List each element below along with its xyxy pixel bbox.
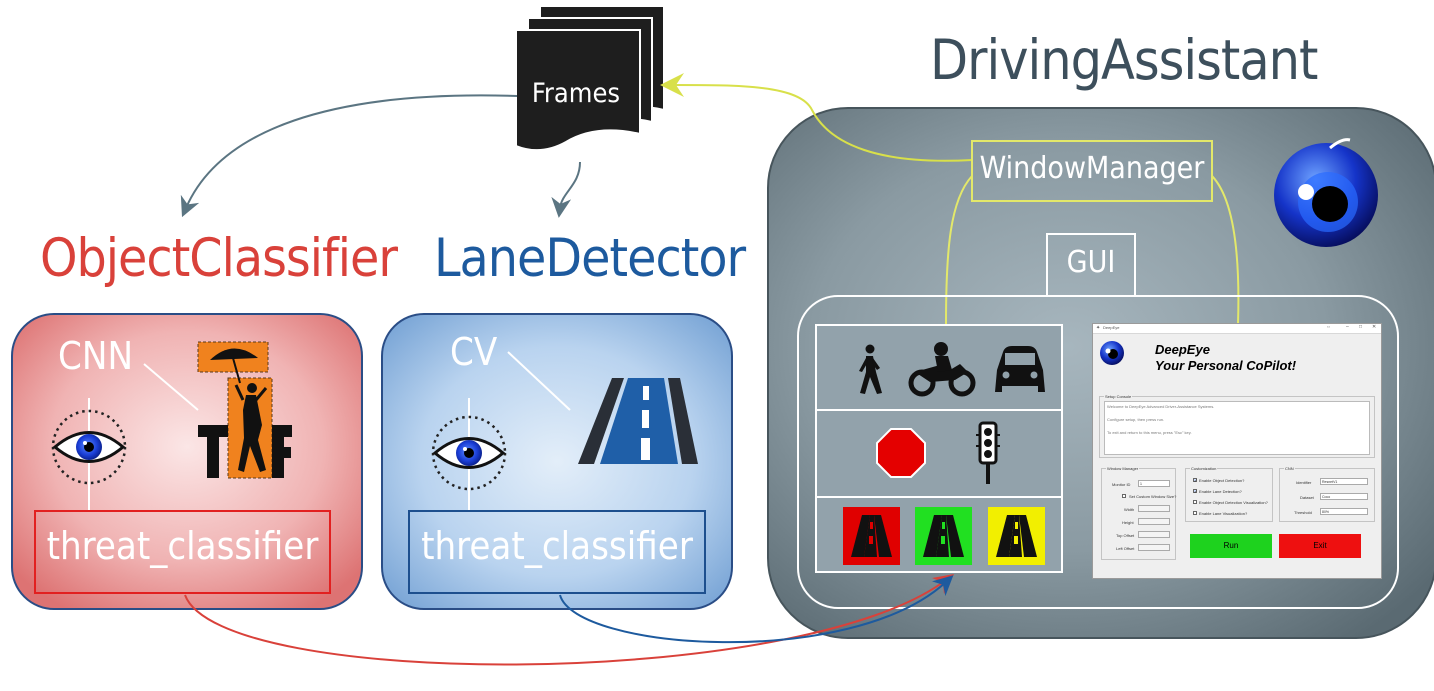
deepeye-logo-icon [1274,138,1378,247]
console-line: To exit and return to this menu, press "… [1107,430,1192,435]
resize-icon[interactable]: ⇔ [1326,324,1331,330]
lane-visualization-checkbox[interactable] [1193,511,1197,515]
console-line: Welcome to DeepEye Advanced Driver-Assis… [1107,404,1215,409]
setup-console-text[interactable]: Welcome to DeepEye Advanced Driver-Assis… [1104,401,1370,455]
lane-detection-checkbox[interactable]: ✓ [1193,489,1198,494]
lane-status-green-icon [915,507,972,565]
identifier-label: Identifier [1296,480,1312,485]
frames-stack-icon [515,5,665,152]
cnn-frame: CNN Identifier ResnetV1 Dataset Coco Thr… [1279,466,1375,522]
setup-console-frame: Setup Console Welcome to DeepEye Advance… [1099,394,1375,458]
top-offset-label: Top Offset [1116,533,1135,538]
object-detection-visualization-checkbox[interactable] [1193,500,1197,504]
customization-label: Customization [1190,466,1218,471]
window-manager-to-gui-window-line [1211,175,1240,325]
monitor-id-select[interactable]: 1 [1138,480,1170,487]
exit-button[interactable]: Exit [1279,534,1361,558]
gui-label: GUI [1066,245,1116,280]
window-manager-box [971,140,1213,202]
object-detection-visualization-option-label: Enable Object Detection Visualization? [1199,500,1268,505]
window-manager-to-icons-line [945,175,973,325]
threshold-label: Threshold [1294,510,1312,515]
lane-detector-module-box [408,510,706,594]
frames-to-lane-detector-arrow [551,161,581,218]
dataset-label: Dataset [1300,495,1314,500]
object-classifier-module-label: threat_classifier [46,524,319,568]
object-detection-option-label: Enable Object Detection? [1199,478,1245,483]
lane-detection-option-label: Enable Lane Detection? [1199,489,1242,494]
stop-sign-icon [876,428,926,478]
left-offset-label: Left Offset [1116,546,1135,551]
object-classifier-container [11,313,363,610]
monitor-id-label: Monitor ID [1112,482,1131,487]
eye-icon [431,415,507,491]
road-icon [578,378,698,464]
width-field[interactable] [1138,505,1170,512]
motorcycle-icon [908,342,976,397]
gui-window-title: DeepEye [1103,325,1120,330]
gui-app-name: DeepEye [1155,342,1210,357]
close-icon[interactable]: ✕ [1372,324,1377,330]
feather-icon: ✦ [1096,325,1101,331]
width-label: Width [1124,507,1135,512]
left-offset-field[interactable] [1138,544,1170,551]
gui-container [797,295,1399,609]
object-classifier-module-box [34,510,331,594]
pedestrian-icon [859,344,882,394]
driving-assistant-title: DrivingAssistant [930,28,1318,92]
object-classifier-title: ObjectClassifier [40,228,398,289]
gui-title-bar: ✦ DeepEye ⇔ – □ ✕ [1093,324,1381,334]
object-detection-checkbox[interactable]: ✓ [1193,478,1198,483]
cv-label: CV [450,330,498,374]
lane-status-red-icon [843,507,900,565]
custom-size-checkbox[interactable] [1122,494,1126,498]
lane-status-yellow-icon [988,507,1045,565]
dataset-select[interactable]: Coco [1320,493,1368,500]
height-field[interactable] [1138,518,1170,525]
threshold-spinbox[interactable]: 80% [1320,508,1368,515]
car-icon [995,346,1045,392]
window-manager-label: WindowManager [979,151,1205,186]
lane-visualization-option-label: Enable Lane Visualization? [1199,511,1248,516]
cnn-label: CNN [58,334,134,378]
setup-console-label: Setup Console [1104,394,1133,399]
run-button[interactable]: Run [1190,534,1272,558]
lane-detector-title: LaneDetector [434,228,746,289]
traffic-light-icon [976,421,1000,484]
height-label: Height [1122,520,1134,525]
deepeye-small-logo-icon [1100,341,1124,365]
console-line: Configure setup, then press run. [1107,417,1165,422]
window-manager-frame-label: Window Manager [1106,466,1140,471]
frames-label: Frames [531,78,621,109]
customization-frame: Customization ✓ Enable Object Detection?… [1185,466,1273,522]
minimize-icon[interactable]: – [1346,324,1349,330]
object-classifier-to-gui-arrow [184,573,954,666]
top-offset-field[interactable] [1138,531,1170,538]
lane-detector-to-gui-arrow [559,575,954,644]
deepeye-gui-window: ✦ DeepEye ⇔ – □ ✕ DeepEye Your Personal … [1092,323,1382,579]
cnn-frame-label: CNN [1284,466,1295,471]
frames-to-object-classifier-arrow [180,94,518,218]
window-manager-to-frames-arrow [660,73,973,162]
identifier-select[interactable]: ResnetV1 [1320,478,1368,485]
window-manager-frame: Window Manager Monitor ID 1 Set Custom W… [1101,466,1177,560]
eye-icon [51,409,127,485]
gui-tagline: Your Personal CoPilot! [1155,358,1297,373]
custom-size-label: Set Custom Window Size? [1129,494,1177,499]
tensorflow-umbrella-icon [197,341,292,479]
maximize-icon[interactable]: □ [1359,324,1363,330]
lane-detector-module-label: threat_classifier [421,524,693,568]
